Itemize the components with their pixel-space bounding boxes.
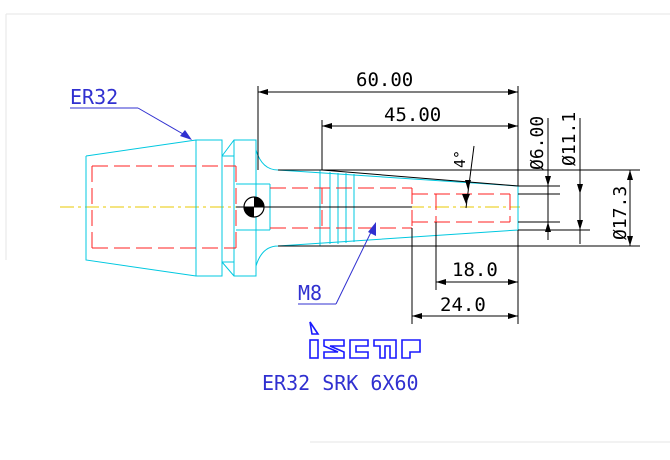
callout-er32: ER32 [70, 85, 192, 140]
model-title: ER32 SRK 6X60 [262, 371, 419, 395]
hidden-lines [91, 165, 511, 249]
thread-label: M8 [298, 281, 322, 305]
set-screw [236, 196, 412, 218]
dim-angle: 4° [451, 150, 469, 168]
callout-m8: M8 [298, 222, 376, 305]
iscar-logo: iscar [309, 321, 421, 359]
dim-dia-11: Ø11.1 [559, 112, 580, 166]
dim-dia-6: Ø6.00 [527, 116, 548, 170]
dim-length-18: 18.0 [452, 259, 498, 281]
dim-length-24: 24.0 [440, 294, 486, 316]
dim-length-45: 45.00 [384, 104, 441, 126]
arrowheads [258, 89, 633, 319]
dim-overall-length: 60.00 [356, 69, 413, 91]
dim-dia-17: Ø17.3 [610, 186, 631, 240]
part-outline [85, 139, 519, 277]
collet-label: ER32 [70, 85, 118, 109]
